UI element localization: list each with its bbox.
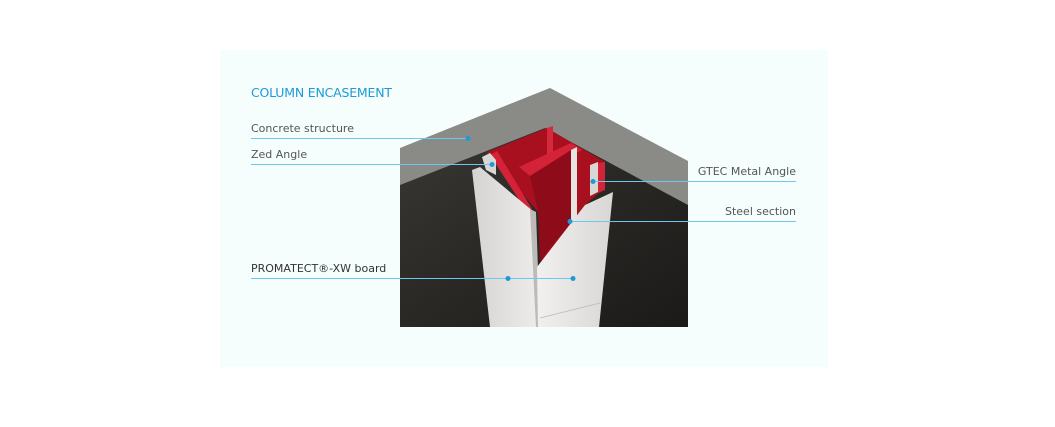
board-dot-left (505, 276, 511, 281)
label-zed-angle: Zed Angle (251, 148, 308, 161)
steel-section (487, 126, 605, 265)
gtec-dot (590, 179, 596, 184)
promatect-board-left (472, 167, 538, 327)
label-steel-section: Steel section (724, 205, 796, 218)
board-dot-right (570, 276, 576, 281)
leader-lines (251, 138, 796, 279)
concrete-dot (465, 136, 471, 141)
zed-dot (489, 162, 495, 167)
label-promatect-board: PROMATECT®-XW board (251, 262, 387, 275)
promatect-board-right (537, 192, 613, 327)
gtec-metal-angle (590, 162, 598, 196)
steel-dot (567, 219, 573, 224)
diagram-title: COLUMN ENCASEMENT (251, 85, 392, 100)
label-gtec-metal-angle: GTEC Metal Angle (697, 165, 796, 178)
leader-dots (465, 136, 596, 281)
label-concrete-structure: Concrete structure (251, 122, 354, 135)
